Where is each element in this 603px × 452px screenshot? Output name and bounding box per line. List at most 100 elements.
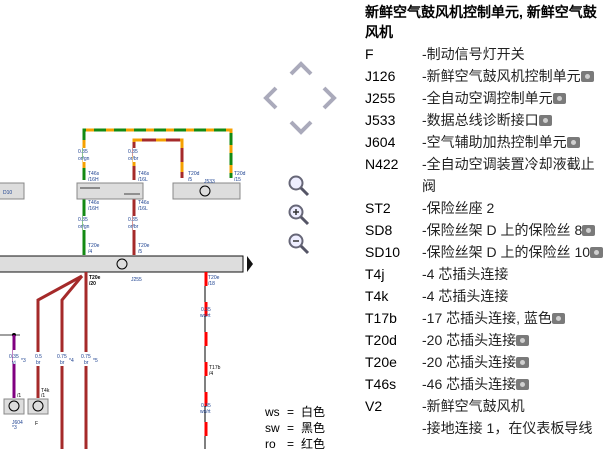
- wiring-diagram[interactable]: 0.35 or/gn 0.35 or/br T46s /16H T46s /16…: [0, 0, 260, 449]
- description-text: -20 芯插头连接: [422, 332, 517, 348]
- zoom-fit-icon[interactable]: [287, 174, 311, 198]
- camera-icon[interactable]: [590, 247, 603, 258]
- component-list-item[interactable]: V2-新鲜空气鼓风机: [365, 395, 603, 417]
- panel-title: 新鲜空气鼓风机控制单元, 新鲜空气鼓风机: [365, 4, 597, 40]
- wire-color: br: [60, 360, 65, 366]
- component-box-j255[interactable]: [0, 255, 244, 273]
- component-list-item[interactable]: J255-全自动空调控制单元: [365, 87, 603, 109]
- pan-left-icon[interactable]: [263, 86, 278, 110]
- wire-label: 0.35: [128, 149, 138, 155]
- component-code: T20d: [365, 332, 397, 348]
- component-box-f[interactable]: [27, 398, 49, 415]
- legend-equals: =: [287, 437, 295, 451]
- description-text: -20 芯插头连接: [422, 354, 517, 370]
- component-code: F: [365, 46, 374, 62]
- component-code: N422: [365, 156, 399, 172]
- legend-code: ro: [265, 437, 276, 451]
- pan-right-icon[interactable]: [322, 86, 337, 110]
- component-list-item[interactable]: SD8-保险丝架 D 上的保险丝 8: [365, 219, 603, 241]
- connector-pin: /5: [138, 249, 142, 255]
- connector-label: T4k: [41, 388, 50, 394]
- zoom-out-icon[interactable]: [287, 232, 311, 256]
- legend-code: ws: [265, 405, 280, 419]
- camera-icon[interactable]: [516, 335, 530, 346]
- camera-icon[interactable]: [538, 115, 552, 126]
- wire-color: or/br: [128, 224, 139, 230]
- component-list-item[interactable]: F-制动信号灯开关: [365, 43, 603, 65]
- component-box-j533[interactable]: [172, 182, 241, 200]
- legend-color-name: 白色: [301, 405, 326, 419]
- component-list-item[interactable]: T17b-17 芯插头连接, 蓝色: [365, 307, 603, 329]
- wire-label: 0.5: [35, 354, 42, 360]
- wire-label: 0.35: [201, 307, 211, 313]
- component-list-item[interactable]: J604 -空气辅助加热控制单元: [365, 131, 603, 153]
- description-text: -保险丝架 D 上的保险丝 8: [422, 222, 583, 238]
- camera-icon[interactable]: [516, 357, 530, 368]
- component-description: -17 芯插头连接, 蓝色: [422, 307, 603, 329]
- component-list-item[interactable]: J533 -数据总线诊断接口: [365, 109, 603, 131]
- camera-icon[interactable]: [552, 93, 566, 104]
- component-list-item[interactable]: T4k-4 芯插头连接: [365, 285, 603, 307]
- component-description: -全自动空调控制单元: [422, 87, 603, 109]
- connector-label: T46s: [88, 171, 100, 177]
- description-text: -空气辅助加热控制单元: [422, 134, 567, 150]
- camera-icon[interactable]: [580, 71, 594, 82]
- connector-label: T20e: [138, 243, 150, 249]
- wire-color: vi: [12, 360, 16, 366]
- component-code: J533: [365, 112, 396, 128]
- pan-down-icon[interactable]: [289, 120, 313, 135]
- connector-label: T20d: [234, 171, 246, 177]
- component-description: -46 芯插头连接: [422, 373, 603, 395]
- component-box-j604[interactable]: [3, 398, 25, 415]
- component-description: -空气辅助加热控制单元: [422, 131, 603, 153]
- component-code: J126: [365, 68, 396, 84]
- description-text: -全自动空调装置冷却液截止阀: [422, 156, 595, 194]
- camera-icon[interactable]: [582, 225, 596, 236]
- component-code: SD10: [365, 244, 401, 260]
- connector-pin: /15: [234, 177, 241, 183]
- component-box-left[interactable]: [0, 182, 25, 200]
- connector-box-t46s[interactable]: [76, 182, 144, 200]
- continue-arrow-icon[interactable]: [247, 256, 253, 272]
- legend-row: ws = 白色: [265, 404, 325, 420]
- connector-pin: /1: [17, 393, 21, 399]
- component-label: J533: [204, 179, 215, 185]
- connector-label: T46s: [88, 200, 100, 206]
- component-list-item[interactable]: T20e -20 芯插头连接: [365, 351, 603, 373]
- wire-color: or/gn: [78, 156, 90, 162]
- pan-up-icon[interactable]: [289, 61, 313, 76]
- description-text: -数据总线诊断接口: [422, 112, 539, 128]
- footnote: *4: [69, 358, 74, 364]
- wire-label: 0.35: [128, 217, 138, 223]
- component-list-item[interactable]: T20d -20 芯插头连接: [365, 329, 603, 351]
- component-list-item[interactable]: -接地连接 1，在仪表板导线: [365, 417, 603, 439]
- component-list-item[interactable]: SD10-保险丝架 D 上的保险丝 10: [365, 241, 603, 263]
- component-list-item[interactable]: T4j-4 芯插头连接: [365, 263, 603, 285]
- component-description: -20 芯插头连接: [422, 329, 603, 351]
- wire-color: ws/rt: [200, 409, 211, 415]
- component-list-item[interactable]: N422 -全自动空调装置冷却液截止阀: [365, 153, 603, 197]
- ground-symbol-icon: [116, 258, 128, 270]
- component-label: J255: [131, 277, 142, 283]
- legend-color-name: 黑色: [301, 421, 326, 435]
- description-text: -17 芯插头连接, 蓝色: [422, 310, 552, 326]
- zoom-in-icon[interactable]: [287, 203, 311, 227]
- component-description: -保险丝座 2: [422, 197, 603, 219]
- component-code: T46s: [365, 376, 397, 392]
- component-list-item[interactable]: ST2-保险丝座 2: [365, 197, 603, 219]
- camera-icon[interactable]: [566, 137, 580, 148]
- component-code: T20e: [365, 354, 397, 370]
- description-text: -新鲜空气鼓风机: [422, 398, 525, 414]
- camera-icon[interactable]: [551, 313, 565, 324]
- component-list-item[interactable]: J126-新鲜空气鼓风机控制单元: [365, 65, 603, 87]
- component-code: J604: [365, 134, 396, 150]
- component-description: -保险丝架 D 上的保险丝 8: [422, 219, 603, 241]
- wire-color: br: [36, 360, 41, 366]
- camera-icon[interactable]: [516, 379, 530, 390]
- legend-equals: =: [287, 405, 295, 419]
- component-description: -4 芯插头连接: [422, 285, 603, 307]
- connector-label: T20e: [89, 275, 101, 281]
- component-list-item[interactable]: T46s -46 芯插头连接: [365, 373, 603, 395]
- wire-color: ws/rt: [200, 313, 211, 319]
- wire-label: 0.75: [81, 354, 91, 360]
